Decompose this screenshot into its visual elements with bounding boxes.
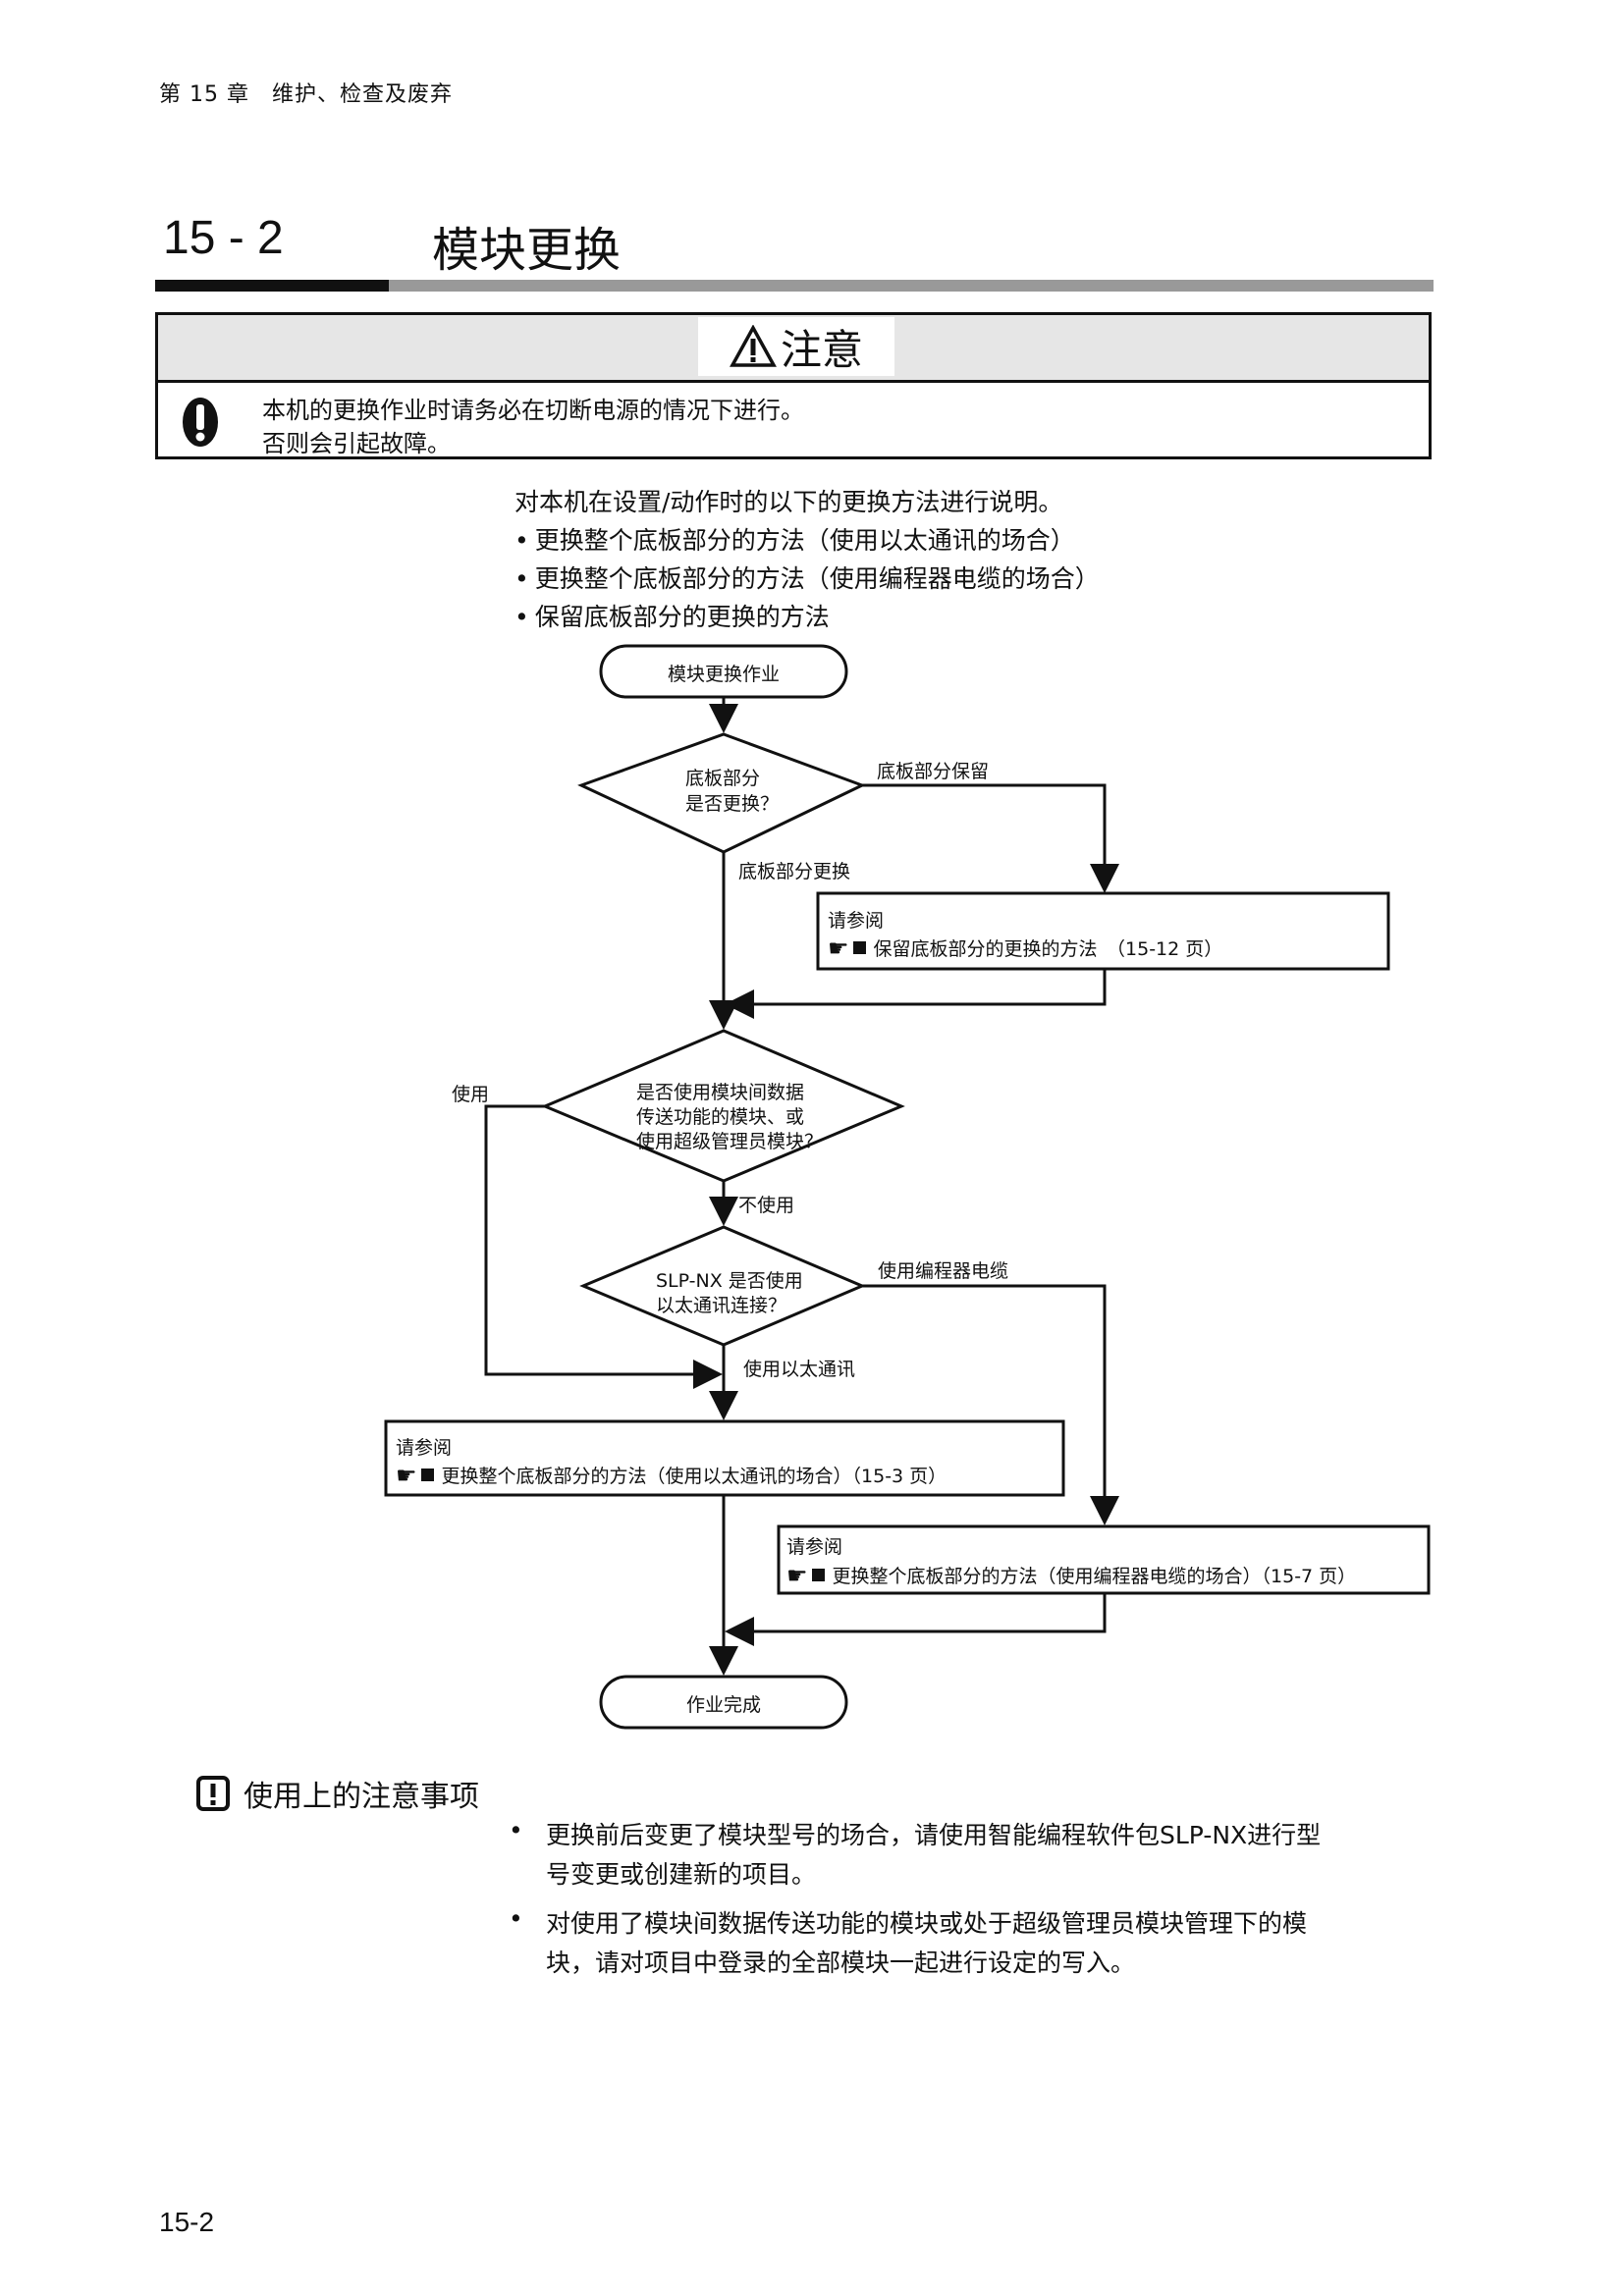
bullet-icon: •: [509, 1904, 523, 1933]
decision-3-cable-label: 使用编程器电缆: [878, 1260, 1009, 1282]
usage-notes-title: 使用上的注意事项: [244, 1780, 479, 1814]
intro-bullet-text: 更换整个底板部分的方法（使用以太通讯的场合）: [534, 526, 1075, 555]
intro-bullet: 保留底板部分的更换的方法: [514, 598, 830, 633]
decision-3-text-1: SLP-NX 是否使用: [656, 1270, 803, 1292]
exclamation-circle-icon: [183, 398, 218, 447]
start-terminal-label: 模块更换作业: [667, 664, 780, 685]
intro-bullet-text: 更换整个底板部分的方法（使用编程器电缆的场合）: [534, 564, 1100, 593]
decision-3-ethernet-label: 使用以太通讯: [743, 1359, 856, 1380]
decision-2-text-3: 使用超级管理员模块？: [636, 1131, 824, 1152]
bullet-icon: •: [509, 1816, 523, 1844]
pointing-hand-icon: ☛: [396, 1461, 417, 1489]
decision-1-no-label: 底板部分保留: [877, 761, 990, 782]
note-line: 对使用了模块间数据传送功能的模块或处于超级管理员模块管理下的模: [546, 1909, 1308, 1938]
decision-1-text-2: 是否更换？: [685, 793, 780, 815]
section-title: 模块更换: [432, 223, 622, 278]
square-bullet-icon: [811, 1569, 825, 1581]
ref-1-text: 保留底板部分的更换的方法 （15-12 页）: [873, 938, 1223, 960]
caution-body: 本机的更换作业时请务必在切断电源的情况下进行。 否则会引起故障。: [158, 383, 1429, 457]
flow-line: [725, 1593, 1107, 1646]
decision-1-text-1: 底板部分: [685, 768, 761, 789]
ref-2-text: 更换整个底板部分的方法（使用以太通讯的场合）（15-3 页）: [441, 1466, 947, 1487]
note-line: 号变更或创建新的项目。: [546, 1860, 817, 1889]
ref-3-title: 请参阅: [786, 1536, 843, 1558]
intro-bullet: 更换整个底板部分的方法（使用编程器电缆的场合）: [514, 560, 1100, 595]
intro-bullet-text: 保留底板部分的更换的方法: [534, 603, 830, 631]
end-terminal: [599, 1675, 848, 1730]
ref-3-text: 更换整个底板部分的方法（使用编程器电缆的场合）（15-7 页）: [832, 1566, 1357, 1587]
decision-2-text-1: 是否使用模块间数据: [636, 1082, 805, 1103]
square-bullet-icon: [420, 1468, 434, 1481]
caution-label-text: 注意: [780, 325, 863, 374]
intro-bullet: 更换整个底板部分的方法（使用以太通讯的场合）: [514, 521, 1075, 557]
decision-3-text-2: 以太通讯连接？: [656, 1295, 787, 1316]
caution-header: 注意: [158, 315, 1429, 383]
usage-notes-heading: 使用上的注意事项: [196, 1772, 479, 1815]
ref-2-title: 请参阅: [396, 1437, 453, 1459]
ref-2-link[interactable]: ☛ 更换整个底板部分的方法（使用以太通讯的场合）（15-3 页）: [396, 1462, 947, 1488]
section-rule-dark: [155, 280, 389, 292]
decision-1-yes-label: 底板部分更换: [738, 861, 851, 882]
decision-2-text-2: 传送功能的模块、或: [636, 1106, 805, 1128]
end-terminal-label: 作业完成: [685, 1694, 761, 1716]
warning-triangle-icon: [730, 325, 777, 367]
caution-line-1: 本机的更换作业时请务必在切断电源的情况下进行。: [262, 397, 804, 424]
caution-box: 注意 本机的更换作业时请务必在切断电源的情况下进行。 否则会引起故障。: [155, 312, 1432, 459]
square-bullet-icon: [852, 941, 866, 954]
page-number: 15-2: [159, 2207, 215, 2237]
note-line: 块，请对项目中登录的全部模块一起进行设定的写入。: [546, 1949, 1136, 1977]
flow-line: [862, 783, 1119, 893]
section-number: 15 - 2: [163, 212, 284, 264]
flow-line: [862, 1284, 1119, 1525]
caution-label: 注意: [698, 317, 894, 376]
ref-1-link[interactable]: ☛ 保留底板部分的更换的方法 （15-12 页）: [828, 934, 1222, 961]
ref-3-link[interactable]: ☛ 更换整个底板部分的方法（使用编程器电缆的场合）（15-7 页）: [786, 1562, 1356, 1588]
flow-line: [484, 1104, 723, 1389]
ref-1-title: 请参阅: [828, 910, 885, 932]
section-rule-light: [389, 280, 1434, 292]
caution-line-2: 否则会引起故障。: [262, 430, 451, 457]
exclamation-box-icon: [196, 1776, 230, 1811]
intro-lead: 对本机在设置/动作时的以下的更换方法进行说明。: [514, 488, 1063, 516]
pointing-hand-icon: ☛: [828, 934, 849, 962]
chapter-header: 第 15 章 维护、检查及废弃: [159, 82, 453, 107]
decision-2-yes-label: 使用: [452, 1084, 490, 1105]
decision-2-no-label: 不使用: [738, 1195, 795, 1216]
pointing-hand-icon: ☛: [786, 1561, 808, 1589]
note-line: 更换前后变更了模块型号的场合，请使用智能编程软件包SLP-NX进行型: [546, 1821, 1322, 1849]
flow-line: [725, 969, 1107, 1019]
